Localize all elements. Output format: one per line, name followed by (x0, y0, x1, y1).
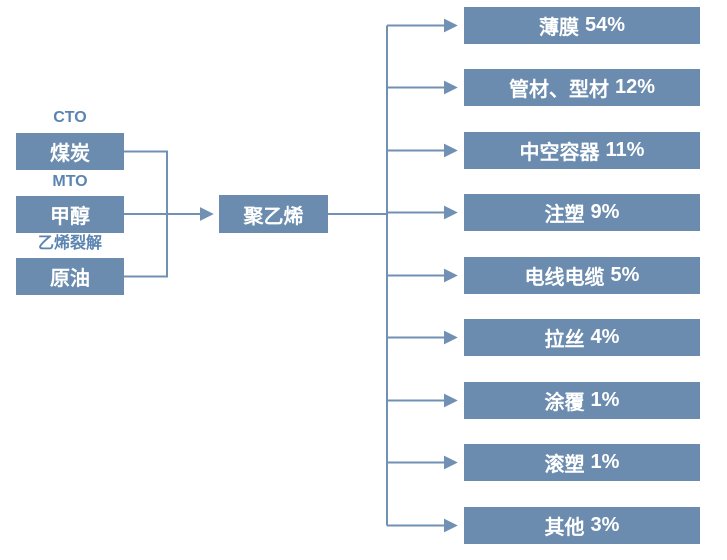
application-box-wire-drawing: 拉丝 4% (464, 319, 700, 356)
application-share: 5% (610, 264, 640, 286)
application-share: 11% (605, 139, 645, 161)
application-share: 1% (590, 389, 620, 411)
application-name: 电线电缆 (524, 267, 605, 289)
application-name: 注塑 (544, 204, 585, 226)
source-box-coal: 煤炭 (16, 133, 124, 170)
application-share: 1% (590, 451, 620, 473)
application-box-wire-cable: 电线电缆 5% (464, 257, 700, 294)
application-share: 3% (590, 514, 620, 536)
application-name: 薄膜 (538, 17, 579, 39)
source-box-methanol: 甲醇 (16, 196, 124, 233)
application-name: 中空容器 (519, 142, 600, 164)
application-share: 54% (584, 14, 626, 36)
application-name: 管材、型材 (508, 79, 609, 101)
application-box-film: 薄膜 54% (464, 7, 700, 44)
application-name: 拉丝 (544, 329, 585, 351)
source-box-crude-oil: 原油 (16, 258, 124, 295)
source-bracket (124, 150, 214, 278)
process-label-cto: CTO (53, 109, 87, 126)
process-label-ethylene-cracking: 乙烯裂解 (37, 235, 102, 252)
application-name: 其他 (544, 517, 585, 539)
application-name: 涂覆 (544, 392, 585, 414)
application-box-pipes-profiles: 管材、型材 12% (464, 69, 700, 106)
application-box-rotomolding: 滚塑 1% (464, 444, 700, 481)
application-share: 4% (590, 326, 620, 348)
product-box-polyethylene: 聚乙烯 (219, 195, 328, 233)
application-box-other: 其他 3% (464, 507, 700, 544)
application-fanout (328, 18, 458, 533)
application-share: 9% (590, 201, 620, 223)
application-name: 滚塑 (544, 454, 585, 476)
application-share: 12% (614, 76, 656, 98)
application-box-coating: 涂覆 1% (464, 382, 700, 419)
process-label-mto: MTO (52, 173, 88, 190)
application-box-injection-molding: 注塑 9% (464, 194, 700, 231)
application-box-hollow-containers: 中空容器 11% (464, 132, 700, 169)
